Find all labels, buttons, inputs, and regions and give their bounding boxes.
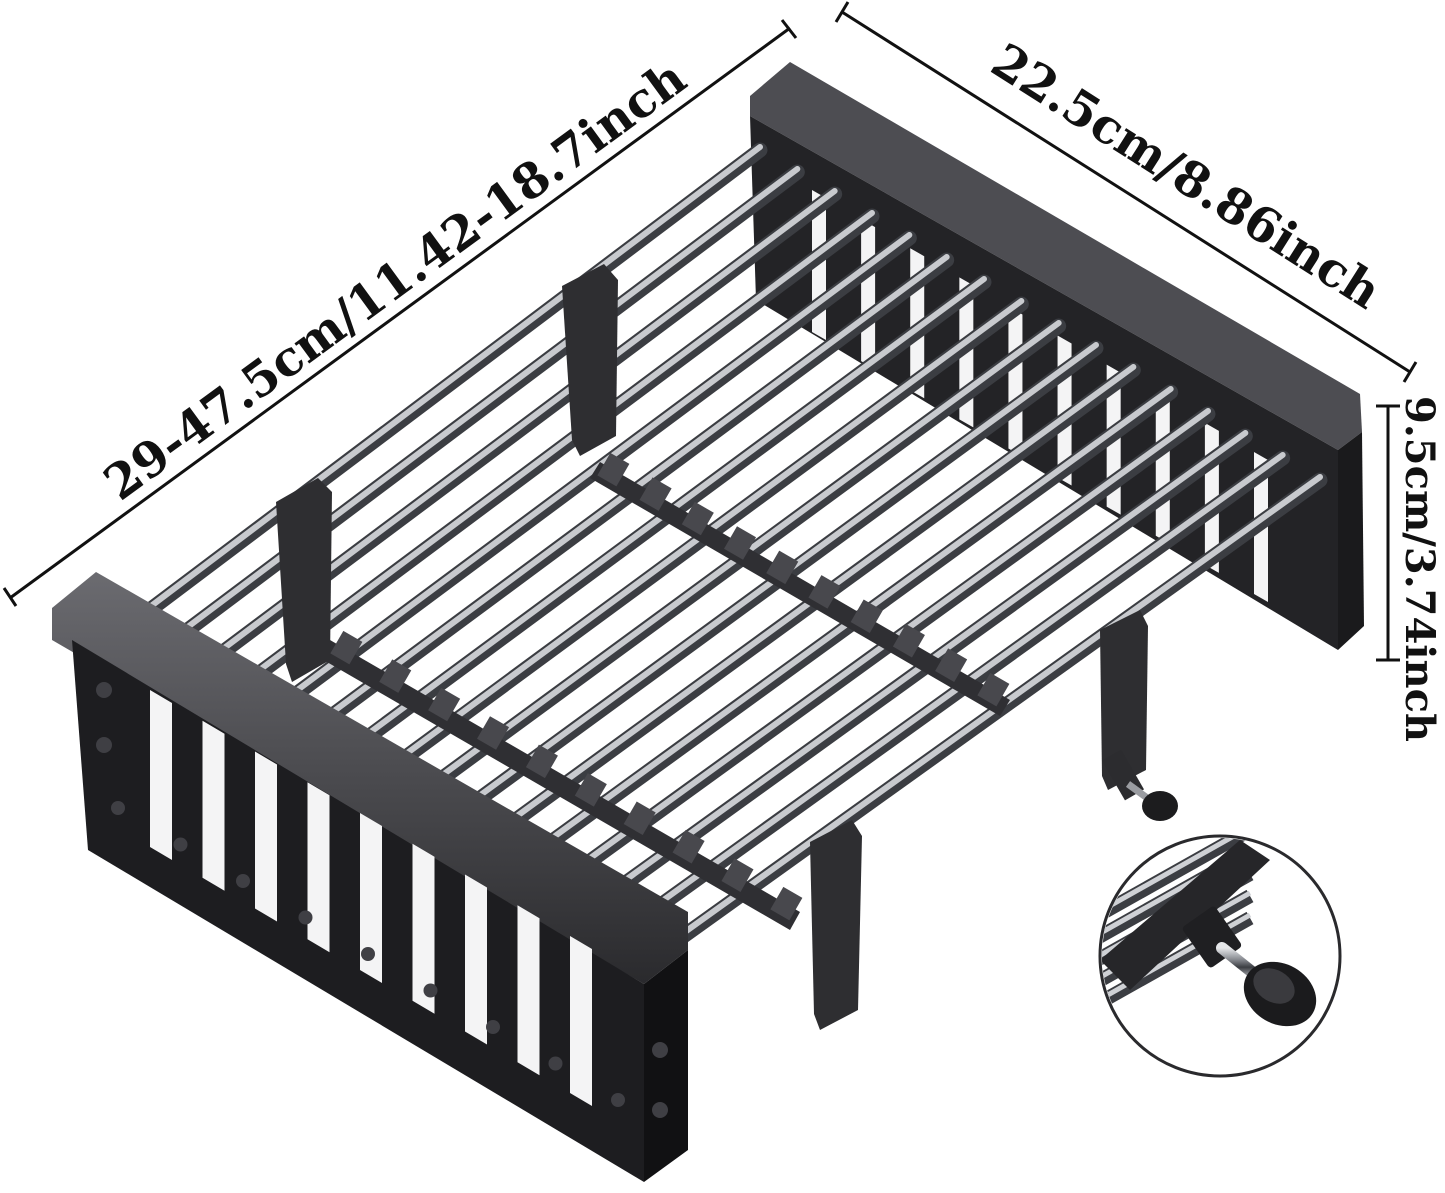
strip-segment: [639, 477, 672, 511]
front-slot: [465, 874, 487, 1045]
rivet: [652, 1042, 668, 1058]
front-slot: [255, 751, 277, 922]
rod-highlight: [251, 232, 913, 726]
rod-highlight: [323, 276, 987, 768]
front-slot: [517, 905, 540, 1076]
rivet: [486, 1020, 500, 1034]
inset-rod-highlight: [1102, 838, 1252, 920]
rivet: [361, 947, 375, 961]
strip-segment: [850, 599, 883, 634]
rod-highlight: [611, 452, 1286, 939]
back-slot: [861, 219, 876, 370]
back-slot: [1008, 306, 1023, 457]
front-slot: [202, 720, 225, 891]
rod-highlight: [359, 298, 1025, 790]
rod-highlight: [143, 166, 801, 662]
front-slot: [570, 936, 592, 1106]
rod-highlight: [287, 254, 950, 747]
strip-segment: [770, 886, 803, 921]
strip-segment: [892, 623, 925, 658]
rivet: [423, 983, 438, 998]
rod-highlight: [647, 474, 1323, 960]
rivet: [236, 874, 250, 888]
front-slot: [150, 690, 172, 860]
strip-segment: [330, 630, 363, 665]
strip-segment: [766, 550, 799, 585]
rivet: [173, 837, 188, 852]
strip-segment: [574, 773, 607, 807]
basket-knob: [1101, 749, 1178, 821]
strip-segment: [525, 744, 558, 779]
strip-segment: [935, 648, 968, 682]
strip-segment: [681, 501, 714, 536]
inset-rod: [1102, 838, 1254, 927]
rivet: [652, 1102, 668, 1118]
height-dimension: 9.5cm/3.74inch: [1376, 396, 1443, 742]
rivet: [611, 1093, 625, 1107]
center-strips: [320, 452, 1010, 930]
rivet: [548, 1056, 563, 1071]
strip-segment: [977, 672, 1010, 707]
strip-segment: [379, 659, 412, 693]
rivet: [96, 682, 112, 698]
knob-closeup-inset: [1098, 834, 1342, 1078]
strip-segment: [597, 452, 630, 487]
dish-basket-illustration: [52, 62, 1364, 1182]
front-slot: [307, 782, 330, 953]
strip-segment: [721, 858, 754, 892]
strip-segment: [724, 526, 757, 560]
front-slot: [360, 813, 382, 983]
back-end-panel: [750, 62, 1364, 650]
strip-segment: [428, 687, 461, 722]
rivet: [96, 737, 112, 753]
strip-segment: [808, 575, 841, 609]
strip-segment: [623, 801, 656, 836]
front-panel-rivets: [96, 682, 668, 1118]
strip-segment: [672, 829, 705, 864]
strip-segment: [477, 716, 510, 750]
rod-highlight: [467, 364, 1137, 854]
back-slot: [1155, 393, 1170, 544]
rivet: [298, 910, 313, 925]
rivet: [111, 801, 125, 815]
telescoping-clips: [276, 264, 1148, 1030]
rod-highlight: [107, 144, 763, 640]
front-slot: [412, 843, 435, 1014]
rod-highlight: [503, 386, 1174, 875]
height-label: 9.5cm/3.74inch: [1396, 396, 1443, 742]
front-panel-slots: [150, 690, 592, 1106]
front-end-panel: [52, 572, 688, 1182]
